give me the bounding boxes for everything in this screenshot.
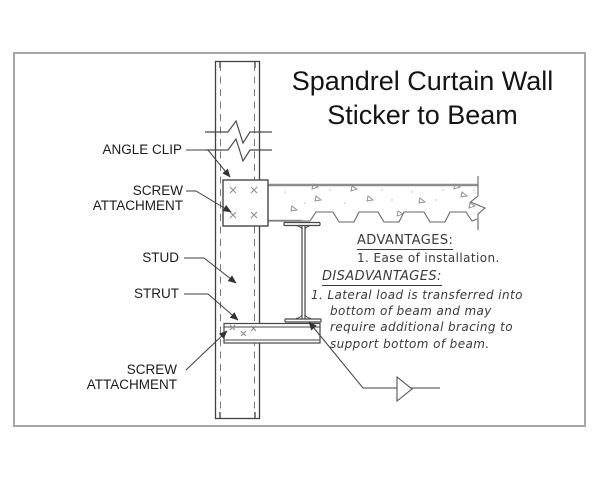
- disadvantages-line4: support bottom of beam.: [330, 336, 490, 351]
- angle-clip-plate: [222, 179, 269, 227]
- callout-angle-clip: ANGLE CLIP: [102, 142, 182, 157]
- leader-screw-top: [186, 190, 232, 213]
- section-marker-triangle: [396, 375, 413, 403]
- drawing-title-line1: Spandrel Curtain Wall: [291, 66, 554, 96]
- slab-break-line: [469, 176, 487, 230]
- advantages-heading: ADVANTAGES:: [357, 233, 454, 250]
- screw-x-marks-strut: [229, 324, 257, 337]
- callout-stud: STUD: [142, 250, 179, 265]
- leader-angle-clip: [186, 149, 231, 178]
- disadvantages-line2: bottom of beam and may: [330, 304, 492, 319]
- callout-screw-top-line2: ATTACHMENT: [92, 197, 183, 213]
- disadvantages-line3: require additional bracing to: [330, 320, 513, 335]
- advantages-item: 1. Ease of installation.: [357, 251, 500, 265]
- leader-lines: [184, 149, 440, 389]
- callout-screw-attachment-bottom: SCREW ATTACHMENT: [86, 362, 177, 392]
- disadvantages-heading: DISADVANTAGES:: [322, 269, 442, 286]
- screw-x-marks-clip: [229, 186, 258, 219]
- leader-strut: [184, 293, 239, 321]
- concrete-aggregate-symbols: [290, 183, 477, 217]
- callout-strut: STRUT: [134, 286, 179, 301]
- metal-deck-profile: [268, 211, 478, 223]
- stud-section: [214, 60, 261, 420]
- concrete-speckle-dots: [284, 189, 475, 204]
- break-symbol: [205, 119, 272, 163]
- disadvantages-item: 1. Lateral load is transferred into bott…: [311, 287, 523, 352]
- callout-screw-bottom-line1: SCREW: [126, 362, 177, 377]
- strut-section: [223, 322, 321, 344]
- leader-detail-marker: [308, 321, 440, 389]
- callout-screw-bottom-line2: ATTACHMENT: [86, 376, 177, 392]
- drawing-title: Spandrel Curtain Wall Sticker to Beam: [275, 64, 570, 132]
- leader-stud: [184, 257, 237, 284]
- drawing-border: [13, 52, 586, 427]
- concrete-slab: [268, 176, 487, 230]
- disadvantages-line1: 1. Lateral load is transferred into: [311, 288, 523, 302]
- drawing-title-line2: Sticker to Beam: [327, 100, 518, 130]
- callout-screw-attachment-top: SCREW ATTACHMENT: [92, 183, 183, 213]
- leader-screw-bottom: [185, 330, 228, 371]
- callout-screw-top-line1: SCREW: [132, 183, 183, 198]
